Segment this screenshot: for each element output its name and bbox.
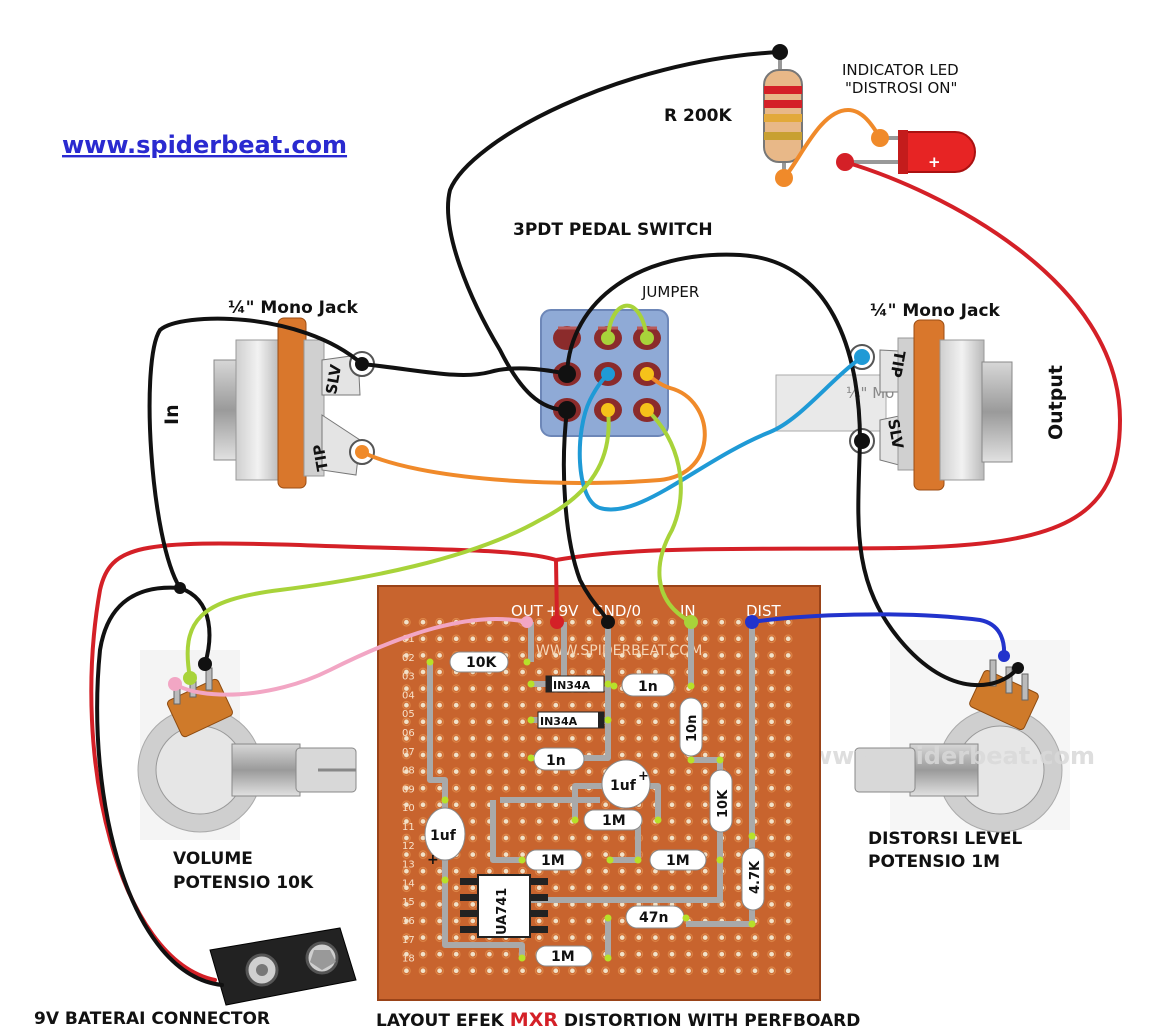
board-r10k-side: 10K <box>716 789 731 818</box>
board-row-number: 10 <box>402 803 415 814</box>
input-jack-sleeve-text: SLV <box>322 363 345 396</box>
distortion-label-line1: DISTORSI LEVEL <box>868 829 1023 849</box>
switch-title: 3PDT PEDAL SWITCH <box>513 220 713 240</box>
led-label-line1: INDICATOR LED <box>842 61 959 79</box>
output-jack-tip-text: TIP <box>886 349 908 379</box>
wire-black-input-sleeve <box>360 362 569 377</box>
website-link[interactable]: www.spiderbeat.com <box>62 131 347 159</box>
wire-blue-dist <box>750 612 1007 658</box>
board-diode-2: IN34A <box>540 715 578 728</box>
board-row-number: 03 <box>402 672 415 683</box>
wire-black-resistor-switch <box>446 50 782 412</box>
board-pin-9v: +9V <box>546 602 579 620</box>
volume-label-line1: VOLUME <box>173 849 253 869</box>
board-row-number: 08 <box>402 766 415 777</box>
board-diode-1: IN34A <box>553 679 591 692</box>
board-cap-1uf-b: 1uf <box>430 828 457 844</box>
volume-label-line2: POTENSIO 10K <box>173 873 314 893</box>
output-jack-sleeve-text: SLV <box>884 418 907 451</box>
led-plus-sign: + <box>928 153 941 171</box>
volume-pot-10k <box>137 650 357 840</box>
board-cap-1uf-b-plus: + <box>427 852 439 868</box>
board-row-number: 13 <box>402 860 415 871</box>
input-jack-side-label: In <box>161 404 183 425</box>
board-row-number: 14 <box>402 878 415 889</box>
wire-blue-output-tip <box>577 355 864 512</box>
board-r1m-d: 1M <box>551 949 575 965</box>
resistor-label: R 200K <box>664 106 732 126</box>
perfboard: WWW.SPIDERBEAT.COM OUT +9V GND/0 IN DIST… <box>377 585 821 1001</box>
board-cap-1uf-a-plus: + <box>638 769 649 784</box>
board-pin-out: OUT <box>511 602 544 620</box>
board-row-number: 11 <box>402 822 415 833</box>
wire-lime-volume <box>185 408 611 680</box>
board-r1m-a: 1M <box>602 813 626 829</box>
board-r4k7: 4.7K <box>748 860 763 894</box>
footer-prefix: LAYOUT EFEK <box>376 1011 510 1031</box>
distortion-label-line2: POTENSIO 1M <box>868 852 1000 872</box>
board-row-numbers: 01 02 03 04 05 06 07 08 09 10 11 12 13 14 15 16 17 18 <box>402 634 415 965</box>
board-cap-1uf-a: 1uf <box>610 778 637 794</box>
footer-brand: MXR <box>510 1009 559 1031</box>
board-r1m-b: 1M <box>541 853 565 869</box>
board-cap-1n-a: 1n <box>638 679 658 695</box>
wire-lime-board-in <box>645 408 693 624</box>
wire-lime-jumper <box>606 303 649 340</box>
board-row-number: 12 <box>402 841 415 852</box>
footer-suffix: DISTORTION WITH PERFBOARD <box>558 1011 860 1031</box>
board-ic-ua741: UA741 <box>460 874 548 938</box>
board-solder-points <box>426 658 756 962</box>
resistor-200k <box>763 52 803 178</box>
wire-black-ground-bus <box>147 316 364 590</box>
board-row-number: 05 <box>402 709 415 720</box>
battery-label: 9V BATERAI CONNECTOR <box>34 1009 270 1029</box>
watermark-right: www.spiderbeat.com <box>810 742 1095 770</box>
input-jack-title: ¼" Mono Jack <box>228 298 359 318</box>
board-row-number: 02 <box>402 653 415 664</box>
board-row-number: 18 <box>402 954 415 965</box>
board-cap-1n-b: 1n <box>546 753 566 769</box>
led-label-line2: "DISTROSI ON" <box>845 79 957 97</box>
board-row-number: 01 <box>402 634 415 645</box>
wire-black-switch-gnd <box>561 408 610 624</box>
output-jack-side-label: Output <box>1045 365 1067 440</box>
wire-pink-board-out <box>173 617 529 697</box>
output-jack: ¼" Mono Jack ¼" Mo TIP SLV Output <box>775 301 1067 491</box>
input-jack-tip-text: TIP <box>310 443 332 473</box>
board-pin-dist: DIST <box>746 602 781 620</box>
board-cap-47n: 47n <box>639 910 668 926</box>
wire-orange-led <box>782 108 882 180</box>
board-row-number: 16 <box>402 916 415 927</box>
footer-caption: LAYOUT EFEK MXR DISTORTION WITH PERFBOAR… <box>376 1009 860 1031</box>
connection-dots <box>168 44 1024 691</box>
board-row-number: 07 <box>402 747 415 758</box>
wire-black-pot-ground <box>178 586 212 666</box>
distortion-pot-1m <box>854 640 1070 833</box>
board-row-number: 17 <box>402 935 415 946</box>
wire-black-battery-ground <box>95 585 224 987</box>
wire-red-led <box>554 160 1122 562</box>
input-jack-washer <box>277 317 307 489</box>
output-jack-thread <box>981 361 1013 463</box>
board-r1m-c: 1M <box>666 853 690 869</box>
board-watermark: WWW.SPIDERBEAT.COM <box>536 643 702 659</box>
board-ic-label: UA741 <box>495 888 510 935</box>
input-jack: ¼" Mono Jack SLV TIP In <box>161 298 375 489</box>
board-row-number: 06 <box>402 728 415 739</box>
board-cap-10n: 10n <box>685 715 700 742</box>
board-r10k-top: 10K <box>466 655 497 671</box>
battery-connector <box>209 927 357 1006</box>
board-row-number: 09 <box>402 784 415 795</box>
board-row-number: 15 <box>402 897 415 908</box>
output-jack-title: ¼" Mono Jack <box>870 301 1001 321</box>
board-components: 10K IN34A 1n IN34A 10n 1n 1uf + 10K 1M 1… <box>424 651 765 967</box>
board-row-number: 04 <box>402 690 415 701</box>
jumper-label: JUMPER <box>641 283 699 301</box>
wire-black-switch-dist <box>565 252 1020 688</box>
wires <box>89 50 1122 987</box>
